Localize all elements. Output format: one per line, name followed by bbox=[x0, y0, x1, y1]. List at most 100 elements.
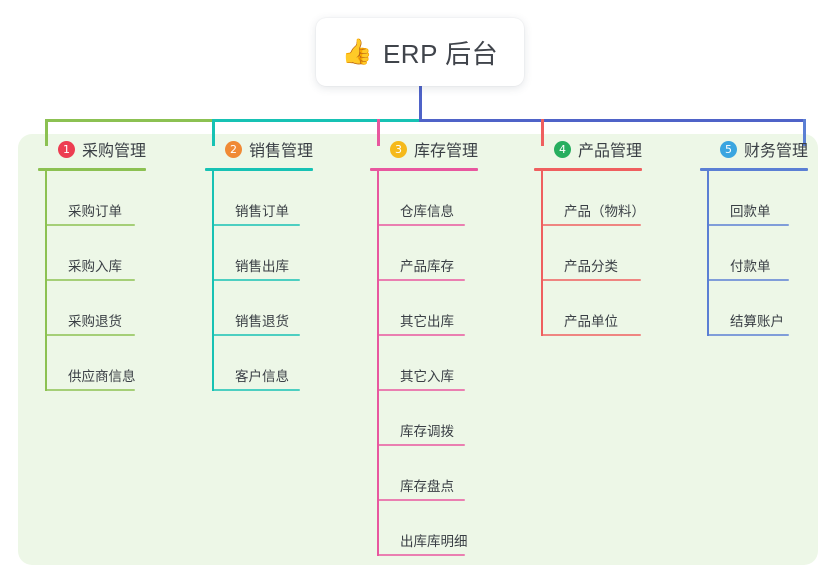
leaf-item-rule bbox=[45, 279, 135, 281]
leaf-item-rule bbox=[212, 334, 300, 336]
column-4: 4 产品管理产品（物料） 产品分类产品单位 bbox=[534, 134, 645, 336]
root-node-title: ERP 后台 bbox=[382, 38, 499, 69]
bus-segment-3 bbox=[419, 119, 806, 122]
leaf-item-label: 回款单 bbox=[730, 204, 771, 219]
leaf-item-rule bbox=[707, 279, 789, 281]
leaf-item[interactable]: 产品分类 bbox=[534, 226, 645, 281]
drop-connector-4 bbox=[541, 119, 544, 146]
leaf-item-label: 其它出库 bbox=[400, 314, 454, 329]
leaf-item[interactable]: 结算账户 bbox=[700, 281, 808, 336]
leaf-item[interactable]: 付款单 bbox=[700, 226, 808, 281]
leaf-item[interactable]: 出库库明细 bbox=[370, 501, 478, 556]
leaf-item-rule bbox=[541, 334, 641, 336]
column-badge-4: 4 bbox=[554, 140, 571, 158]
leaf-item[interactable]: 产品单位 bbox=[534, 281, 645, 336]
column-3: 3 库存管理仓库信息产品库存其它出库其它入库库存调拨库存盘点出库库明细 bbox=[370, 134, 478, 556]
leaf-item[interactable]: 库存盘点 bbox=[370, 446, 478, 501]
drop-connector-5 bbox=[803, 119, 806, 146]
column-1: 1 采购管理采购订单采购入库采购退货供应商信息 bbox=[38, 134, 146, 391]
leaf-item[interactable]: 产品库存 bbox=[370, 226, 478, 281]
column-header-rule-5 bbox=[700, 168, 808, 171]
column-spine-2 bbox=[212, 171, 214, 391]
leaf-item-rule bbox=[45, 224, 135, 226]
column-items-4: 产品（物料） 产品分类产品单位 bbox=[534, 171, 645, 336]
leaf-item-label: 产品单位 bbox=[564, 314, 618, 329]
bus-segment-1 bbox=[45, 119, 212, 122]
column-title-4: 产品管理 bbox=[578, 143, 643, 160]
leaf-item[interactable]: 仓库信息 bbox=[370, 171, 478, 226]
leaf-item-label: 销售出库 bbox=[235, 259, 289, 274]
column-items-1: 采购订单采购入库采购退货供应商信息 bbox=[38, 171, 146, 391]
leaf-item[interactable]: 采购入库 bbox=[38, 226, 146, 281]
column-header-1[interactable]: 1 采购管理 bbox=[38, 134, 146, 164]
leaf-item-label: 付款单 bbox=[730, 259, 771, 274]
column-spine-5 bbox=[707, 171, 709, 336]
leaf-item-rule bbox=[212, 224, 300, 226]
column-header-rule-3 bbox=[370, 168, 478, 171]
leaf-item[interactable]: 库存调拨 bbox=[370, 391, 478, 446]
column-items-3: 仓库信息产品库存其它出库其它入库库存调拨库存盘点出库库明细 bbox=[370, 171, 478, 556]
leaf-item-label: 产品分类 bbox=[564, 259, 618, 274]
leaf-item-rule bbox=[377, 554, 465, 556]
root-node[interactable]: 👍 ERP 后台 bbox=[316, 18, 524, 86]
leaf-item[interactable]: 回款单 bbox=[700, 171, 808, 226]
column-title-1: 采购管理 bbox=[82, 143, 147, 160]
leaf-item-label: 库存盘点 bbox=[400, 479, 454, 494]
column-2: 2 销售管理销售订单销售出库销售退货客户信息 bbox=[205, 134, 313, 391]
leaf-item[interactable]: 产品（物料） bbox=[534, 171, 645, 226]
column-header-3[interactable]: 3 库存管理 bbox=[370, 134, 478, 164]
column-header-rule-2 bbox=[205, 168, 313, 171]
leaf-item-label: 产品（物料） bbox=[564, 204, 645, 219]
leaf-item-label: 仓库信息 bbox=[400, 204, 454, 219]
column-5: 5 财务管理回款单付款单结算账户 bbox=[700, 134, 808, 336]
leaf-item[interactable]: 供应商信息 bbox=[38, 336, 146, 391]
column-header-5[interactable]: 5 财务管理 bbox=[700, 134, 808, 164]
leaf-item-label: 销售订单 bbox=[235, 204, 289, 219]
leaf-item-rule bbox=[45, 389, 135, 391]
thumbs-up-icon: 👍 bbox=[341, 37, 373, 66]
leaf-item-rule bbox=[212, 389, 300, 391]
leaf-item-label: 出库库明细 bbox=[400, 534, 468, 549]
leaf-item[interactable]: 销售订单 bbox=[205, 171, 313, 226]
leaf-item[interactable]: 其它出库 bbox=[370, 281, 478, 336]
column-title-5: 财务管理 bbox=[744, 143, 809, 160]
bus-segment-2 bbox=[212, 119, 419, 122]
leaf-item-rule bbox=[377, 224, 465, 226]
leaf-item-label: 其它入库 bbox=[400, 369, 454, 384]
leaf-item-label: 客户信息 bbox=[235, 369, 289, 384]
leaf-item[interactable]: 销售出库 bbox=[205, 226, 313, 281]
leaf-item-rule bbox=[45, 334, 135, 336]
column-badge-2: 2 bbox=[225, 140, 242, 158]
drop-connector-1 bbox=[45, 119, 48, 146]
column-title-3: 库存管理 bbox=[414, 143, 479, 160]
leaf-item-label: 采购退货 bbox=[68, 314, 122, 329]
column-items-2: 销售订单销售出库销售退货客户信息 bbox=[205, 171, 313, 391]
leaf-item-rule bbox=[377, 334, 465, 336]
column-spine-4 bbox=[541, 171, 543, 336]
leaf-item-rule bbox=[377, 444, 465, 446]
leaf-item-label: 销售退货 bbox=[235, 314, 289, 329]
column-badge-3: 3 bbox=[390, 140, 407, 158]
column-header-4[interactable]: 4 产品管理 bbox=[534, 134, 645, 164]
leaf-item[interactable]: 销售退货 bbox=[205, 281, 313, 336]
leaf-item-label: 采购入库 bbox=[68, 259, 122, 274]
column-title-2: 销售管理 bbox=[249, 143, 314, 160]
column-badge-5: 5 bbox=[720, 140, 737, 158]
leaf-item[interactable]: 采购订单 bbox=[38, 171, 146, 226]
leaf-item-label: 结算账户 bbox=[730, 314, 784, 329]
leaf-item-rule bbox=[377, 499, 465, 501]
column-spine-1 bbox=[45, 171, 47, 391]
column-badge-1: 1 bbox=[58, 140, 75, 158]
leaf-item[interactable]: 其它入库 bbox=[370, 336, 478, 391]
leaf-item-label: 库存调拨 bbox=[400, 424, 454, 439]
leaf-item-rule bbox=[212, 279, 300, 281]
leaf-item-rule bbox=[707, 224, 789, 226]
leaf-item[interactable]: 采购退货 bbox=[38, 281, 146, 336]
leaf-item[interactable]: 客户信息 bbox=[205, 336, 313, 391]
leaf-item-label: 采购订单 bbox=[68, 204, 122, 219]
leaf-item-rule bbox=[377, 389, 465, 391]
column-header-2[interactable]: 2 销售管理 bbox=[205, 134, 313, 164]
leaf-item-rule bbox=[541, 279, 641, 281]
column-items-5: 回款单付款单结算账户 bbox=[700, 171, 808, 336]
drop-connector-2 bbox=[212, 119, 215, 146]
